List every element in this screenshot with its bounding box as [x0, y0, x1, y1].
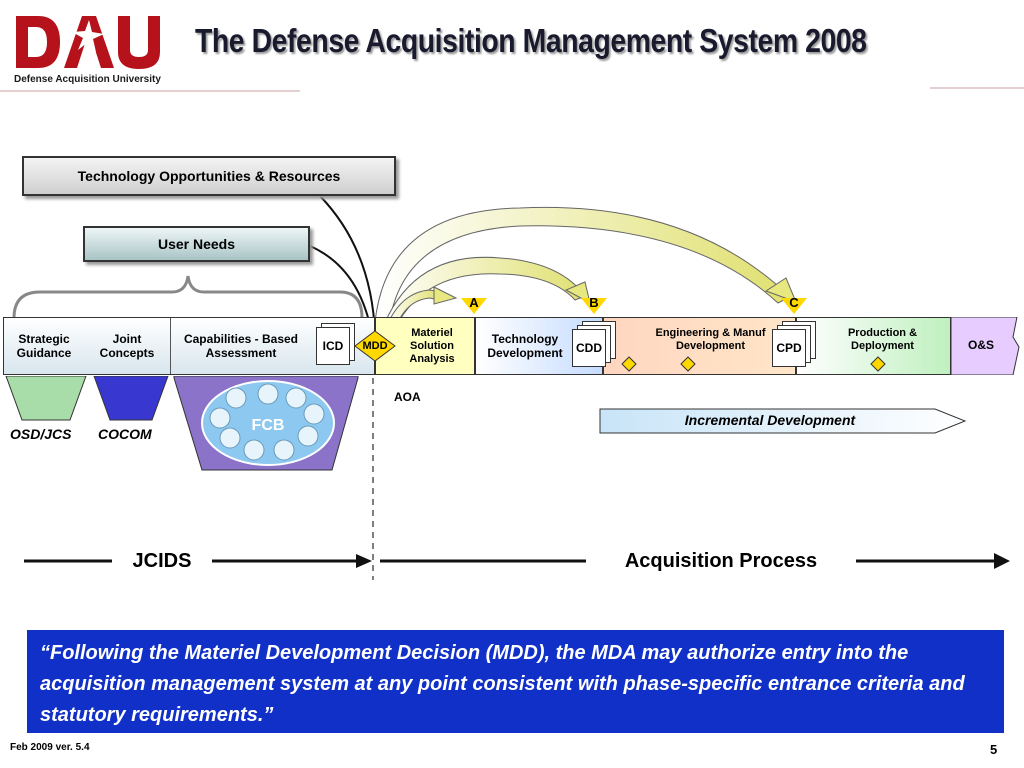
milestone-a-marker — [461, 298, 487, 314]
capabilities-based-assessment: Capabilities - Based Assessment — [183, 332, 299, 360]
mdd-label: MDD — [362, 340, 388, 352]
aoa-label: AOA — [394, 390, 421, 404]
jcids-process-label: JCIDS — [132, 549, 192, 572]
joint-concepts: Joint Concepts — [99, 332, 155, 360]
footer-version: Feb 2009 ver. 5.4 — [10, 742, 90, 753]
strategic-guidance: Strategic Guidance — [16, 332, 72, 360]
os-phase: O&S — [967, 338, 994, 352]
milestone-c-label: C — [789, 295, 799, 310]
milestone-b-label: B — [589, 295, 599, 310]
user-needs-label: User Needs — [157, 236, 236, 252]
dau-logo — [16, 16, 160, 69]
cpd-document: CPD — [772, 329, 806, 367]
mdd-quote: “Following the Materiel Development Deci… — [27, 630, 1004, 733]
msa-phase: Materiel Solution Analysis — [375, 317, 475, 375]
small-diamond-pd — [870, 356, 886, 372]
header-divider — [0, 87, 1024, 92]
user-needs-box: User Needs — [83, 226, 310, 262]
milestone-a-label: A — [469, 295, 479, 310]
cocom-label: COCOM — [98, 426, 152, 442]
small-diamond-emd-1 — [621, 356, 637, 372]
tech-opportunities-label: Technology Opportunities & Resources — [77, 168, 341, 184]
mdd-diamond — [354, 330, 396, 362]
tech-opportunities-box: Technology Opportunities & Resources — [22, 156, 396, 196]
osd-jcs-funnel — [5, 376, 87, 421]
osd-jcs-label: OSD/JCS — [10, 426, 72, 442]
os-phase-shape — [951, 317, 1020, 375]
acquisition-process-label: Acquisition Process — [624, 549, 818, 572]
emd-phase: Engineering & Manuf Development — [603, 317, 796, 375]
cocom-funnel — [93, 376, 169, 421]
milestone-b-marker — [581, 298, 607, 314]
page-title: The Defense Acquisition Management Syste… — [195, 22, 867, 59]
page-number: 5 — [990, 742, 998, 757]
jcids-bar — [3, 317, 375, 375]
incremental-label: Incremental Development — [684, 412, 856, 428]
milestone-c-marker — [781, 298, 807, 314]
incremental-arrow — [599, 408, 967, 434]
icd-document: ICD — [316, 327, 350, 365]
small-diamond-emd-2 — [680, 356, 696, 372]
cdd-document: CDD — [572, 329, 606, 367]
cba-divider — [170, 318, 171, 374]
fcb-label: FCB — [251, 417, 285, 434]
logo-text: Defense Acquisition University — [14, 74, 161, 85]
fcb-funnel — [173, 376, 359, 471]
